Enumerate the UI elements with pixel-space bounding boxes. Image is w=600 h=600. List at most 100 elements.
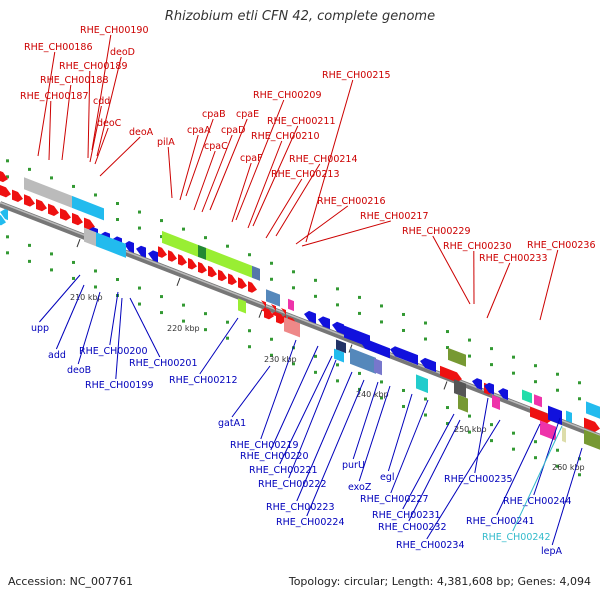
ring-dot [380,380,383,384]
reverse-gene-arrow [472,378,482,391]
reverse-gene-arrow [124,241,134,253]
gene-label: deoD [110,47,135,58]
forward-gene-arrow [168,250,177,262]
reverse-gene-arrow [484,382,494,395]
gene-leader-line [288,359,337,479]
gene-box [72,195,104,221]
ring-dot [468,430,471,434]
gene-label: RHE_CH00235 [444,474,513,485]
forward-gene-arrow [158,246,167,258]
gene-leader-line [402,413,455,510]
gene-label: cpaA [187,125,211,136]
gene-label: RHE_CH00233 [479,253,548,264]
gene-label: egl [380,472,395,483]
ring-dot [358,295,361,299]
ring-dot [512,371,515,375]
gene-leader-line [390,399,429,494]
gene-label: RHE_CH00234 [396,540,465,551]
gene-leader-line [358,385,391,482]
gene-box [24,177,52,201]
gene-box [562,427,566,443]
gene-box [548,405,562,426]
gene-box [540,420,556,441]
tick-mark [76,238,81,248]
reverse-gene-arrow [0,208,8,221]
forward-gene-arrow [228,273,237,286]
gene-label: RHE_CH00216 [317,196,386,207]
ring-dot [490,423,493,427]
gene-label: RHE_CH00213 [271,169,340,180]
gene-label: RHE_CH00217 [360,211,429,222]
gene-leader-line [94,127,109,165]
ring-dot [446,422,449,426]
map-title: Rhizobium etli CFN 42, complete genome [164,9,436,24]
forward-gene-arrow [276,312,286,325]
gene-box [374,358,382,376]
gene-leader-line [279,355,333,465]
forward-gene-arrow [271,304,276,317]
ring-dot [160,311,163,315]
gene-leader-line [61,84,72,161]
gene-label: upp [31,323,49,334]
gene-label: cpaF [240,153,263,164]
ring-dot [578,381,581,385]
gene-box [336,339,346,354]
ring-dot [116,218,119,222]
ring-dot [160,235,163,239]
ring-dot [270,337,273,341]
ring-dot [292,270,295,274]
ring-dot [490,363,493,367]
ring-dot [270,353,273,357]
gene-leader-line [270,345,319,451]
gene-leader-line [99,136,141,177]
ring-dot [556,448,559,452]
gene-label: pilA [157,137,175,148]
ring-dot [72,184,75,188]
gene-leader-line [201,134,233,213]
gene-box [492,394,500,410]
gene-box [238,298,246,314]
gene-label: lepA [541,546,563,557]
forward-gene-arrow [208,265,217,278]
gene-label: cpaD [221,125,245,136]
gene-leader-line [179,134,199,201]
gene-label: cpaC [204,141,228,152]
gene-label: RHE_CH00201 [129,358,198,369]
gene-leader-line [496,423,541,516]
gene-label: RHE_CH00223 [266,502,335,513]
accession-text: Accession: NC_007761 [8,575,134,588]
ring-dot [468,414,471,418]
ring-dot [402,388,405,392]
ring-dot [314,354,317,358]
ring-dot [72,260,75,264]
ring-dot [490,347,493,351]
gene-label: RHE_CH00231 [372,510,441,521]
ring-dot [226,336,229,340]
gene-leader-line [96,56,122,157]
gene-label: cpaE [236,109,259,120]
ring-dot [358,311,361,315]
gene-leader-line [185,118,214,197]
tick-mark [258,309,263,318]
forward-gene-arrow [72,212,83,226]
forward-gene-arrow [36,198,47,212]
forward-gene-arrow [60,208,71,221]
gene-label: RHE_CH00200 [79,346,148,357]
gene-label: RHE_CH00210 [251,131,320,142]
forward-gene-arrow [530,406,552,424]
gene-leader-line [231,162,252,223]
gene-label: RHE_CH00241 [466,516,535,527]
gene-box [534,394,542,408]
gene-label: RHE_CH00199 [85,380,154,391]
ring-dot [314,278,317,282]
gene-leader-line [235,99,285,221]
ring-dot [534,440,537,444]
ring-dot [358,387,361,391]
gene-leader-line [231,365,271,418]
gene-label: RHE_CH00242 [482,532,551,543]
forward-gene-arrow [12,189,23,202]
gene-leader-line [539,249,559,321]
gene-box [252,265,260,281]
reverse-gene-arrow [420,357,436,373]
